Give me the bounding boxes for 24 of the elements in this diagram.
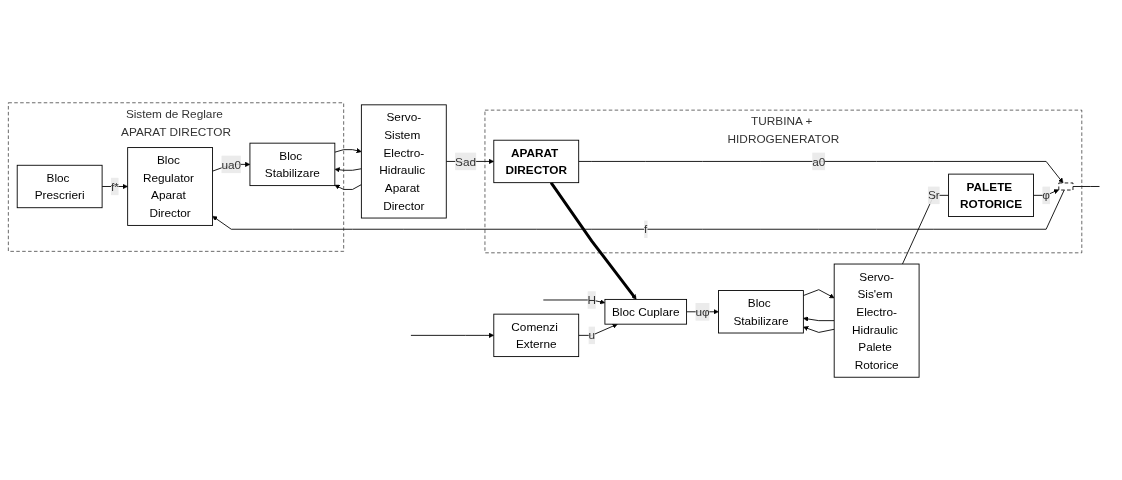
edge-label: Sad — [455, 154, 477, 168]
edge-label: f* — [110, 180, 119, 193]
edge-label: φ — [1042, 188, 1050, 202]
edge-label: u — [588, 328, 596, 342]
edge-label: uφ — [695, 305, 710, 319]
edge-label: H — [587, 293, 597, 307]
node-box: PALETE ROTORICE — [948, 173, 1034, 217]
node-box: Bloc Stabilizare — [718, 290, 804, 334]
node-box: Comenzi Externe — [493, 313, 580, 358]
edge-label: a0 — [812, 154, 826, 168]
node-box: Bloc Prescrieri — [16, 164, 103, 209]
connector — [902, 194, 949, 265]
connector — [1072, 186, 1100, 187]
node-box: Servo-Sistem Electro-Hidraulic Aparat Director — [360, 104, 447, 219]
node-box: Bloc Stabilizare — [249, 142, 336, 187]
node-box: APARAT DIRECTOR — [493, 139, 580, 184]
edge-label: f — [644, 222, 648, 236]
edge-label: Sr — [927, 188, 940, 202]
node-box: Servo-Sis'em Electro-Hidraulic Palete Rotorice — [833, 263, 920, 378]
arrow — [549, 181, 637, 300]
node-box: Bloc Regulator Aparat Director — [127, 147, 213, 226]
node-box — [1058, 182, 1074, 191]
edge-label: ua0 — [221, 157, 242, 171]
node-box: Bloc Cuplare — [604, 298, 688, 325]
